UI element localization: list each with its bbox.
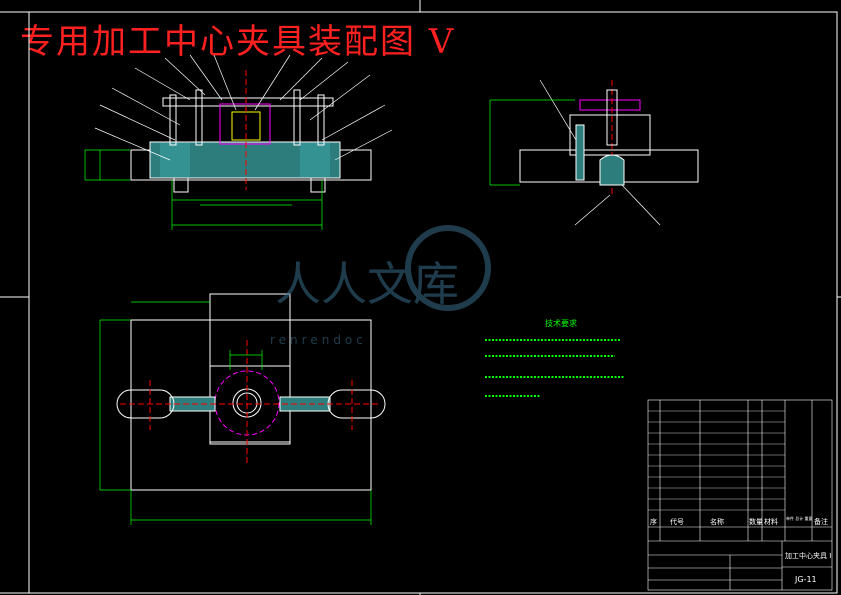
header-remark: 备注 [814, 517, 828, 526]
front-hatch-left [160, 143, 190, 177]
watermark: 人人文库 renrendoc [270, 225, 491, 347]
title-block-header: 序 代号 名称 数量 材料 单件 总计 重量 备注 [650, 515, 828, 526]
drawing-frame [28, 11, 838, 594]
header-name: 名称 [710, 517, 724, 526]
top-base-plate [130, 319, 372, 491]
front-top-block [219, 103, 271, 145]
tech-requirements: 技术要求 [485, 318, 625, 397]
watermark-cn: 人人文库 [275, 257, 459, 311]
front-leaders [94, 54, 393, 161]
front-dims [84, 149, 323, 230]
header-seq: 序 [650, 517, 657, 526]
front-clamp-plate [162, 97, 334, 107]
side-pin [575, 124, 585, 181]
drawing-number: JG-11 [794, 575, 817, 584]
header-weight: 单件 总计 重量 [786, 515, 813, 521]
header-qty: 数量 [749, 517, 763, 526]
header-code: 代号 [670, 517, 684, 526]
side-view [489, 79, 699, 226]
title-block-rows [648, 410, 785, 511]
top-body [209, 293, 291, 445]
drawing-name: 加工中心夹具 I [785, 551, 831, 560]
front-hatch-right [300, 143, 330, 177]
front-bolts [169, 89, 326, 193]
tech-heading: 技术要求 [545, 318, 577, 328]
title-block [647, 399, 833, 591]
side-top [579, 99, 641, 111]
header-material: 材料 [764, 517, 778, 526]
watermark-url: renrendoc [270, 333, 367, 347]
drawing-title: 专用加工中心夹具装配图 V [20, 22, 456, 62]
top-view [99, 293, 386, 525]
front-view [84, 54, 393, 230]
